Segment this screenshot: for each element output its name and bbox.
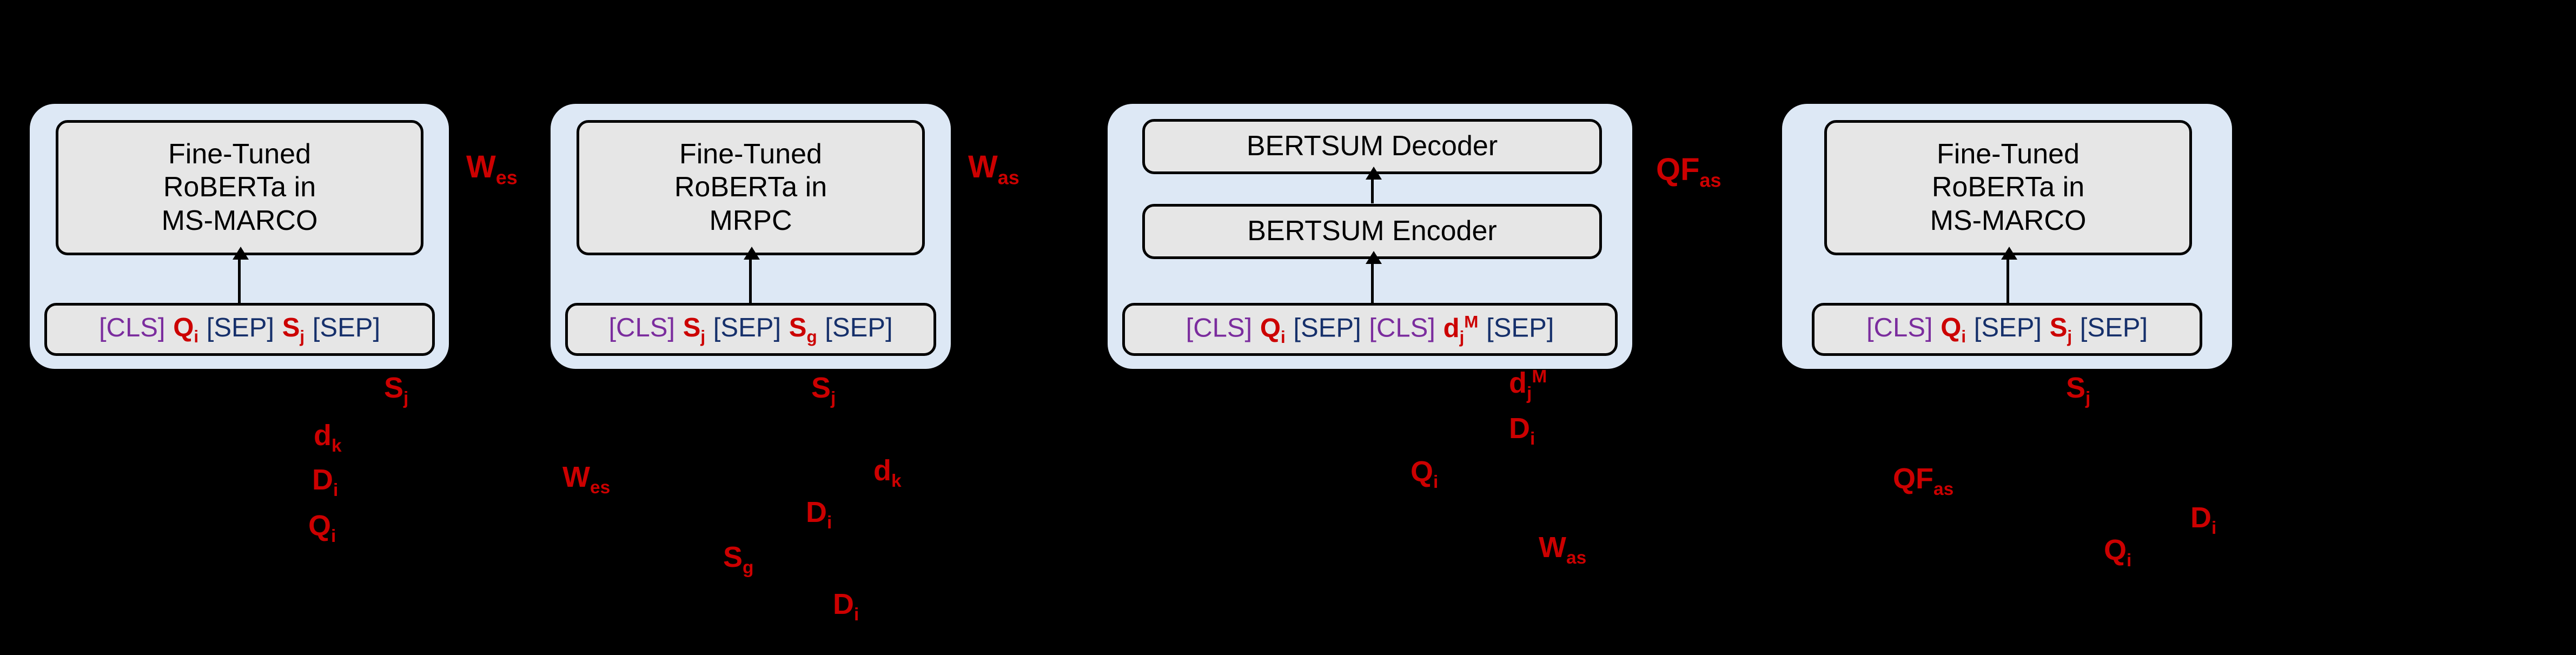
- input-box-msmarco-1: [CLS]Qi[SEP]Sj[SEP]: [44, 303, 435, 356]
- scatter-label-was-1: Was: [1539, 531, 1587, 568]
- scatter-label-sj-3: Sj: [2066, 372, 2091, 408]
- connector-label-was: Was: [968, 149, 1019, 189]
- model-box-mrpc: Fine-Tuned RoBERTa in MRPC: [577, 120, 925, 255]
- scatter-label-dk-2: dk: [873, 454, 902, 491]
- scatter-label-qi-2: Qi: [1410, 455, 1439, 492]
- scatter-label-di-4: Di: [1509, 412, 1535, 449]
- model-box-msmarco-2: Fine-Tuned RoBERTa in MS-MARCO: [1824, 120, 2192, 255]
- scatter-label-di-3: Di: [833, 588, 859, 625]
- input-box-bertsum: [CLS]Qi[SEP][CLS]djM[SEP]: [1122, 303, 1618, 356]
- scatter-label-di-5: Di: [2190, 501, 2217, 538]
- panel-mrpc: Fine-Tuned RoBERTa in MRPC [CLS]Sj[SEP]S…: [551, 104, 951, 369]
- input-box-mrpc: [CLS]Sj[SEP]Sg[SEP]: [565, 303, 936, 356]
- flow-arrow-3a: [1366, 251, 1382, 304]
- scatter-label-sj-2: Sj: [811, 372, 836, 408]
- scatter-label-di-1: Di: [312, 464, 339, 500]
- scatter-label-qi-3: Qi: [2104, 534, 2132, 571]
- connector-label-qfas: QFas: [1656, 152, 1721, 191]
- scatter-label-dk-1: dk: [314, 419, 342, 456]
- panel-msmarco-2: Fine-Tuned RoBERTa in MS-MARCO [CLS]Qi[S…: [1782, 104, 2232, 369]
- panel-msmarco-1: Fine-Tuned RoBERTa in MS-MARCO [CLS]Qi[S…: [30, 104, 449, 369]
- scatter-label-djm-1: djM: [1509, 367, 1547, 403]
- flow-arrow-1: [233, 247, 249, 303]
- flow-arrow-3b: [1366, 167, 1382, 203]
- scatter-label-sg-1: Sg: [723, 541, 754, 578]
- scatter-label-qi-1: Qi: [308, 510, 336, 546]
- flow-arrow-4: [2001, 247, 2017, 303]
- encoder-box-bertsum: BERTSUM Encoder: [1142, 204, 1602, 259]
- scatter-label-di-2: Di: [806, 496, 832, 533]
- token-sequence: [CLS]Qi[SEP][CLS]djM[SEP]: [1186, 312, 1554, 347]
- token-sequence: [CLS]Qi[SEP]Sj[SEP]: [98, 313, 381, 346]
- connector-label-wes: Wes: [466, 149, 518, 189]
- scatter-label-qfas-1: QFas: [1893, 462, 1954, 499]
- token-sequence: [CLS]Qi[SEP]Sj[SEP]: [1866, 313, 2148, 346]
- panel-bertsum: BERTSUM Decoder BERTSUM Encoder [CLS]Qi[…: [1108, 104, 1632, 369]
- scatter-label-sj-1: Sj: [384, 372, 409, 408]
- scatter-label-wes-1: Wes: [562, 461, 611, 498]
- flow-arrow-2: [744, 247, 760, 303]
- input-box-msmarco-2: [CLS]Qi[SEP]Sj[SEP]: [1812, 303, 2202, 356]
- decoder-box-bertsum: BERTSUM Decoder: [1142, 119, 1602, 174]
- token-sequence: [CLS]Sj[SEP]Sg[SEP]: [608, 313, 893, 346]
- model-box-msmarco-1: Fine-Tuned RoBERTa in MS-MARCO: [56, 120, 423, 255]
